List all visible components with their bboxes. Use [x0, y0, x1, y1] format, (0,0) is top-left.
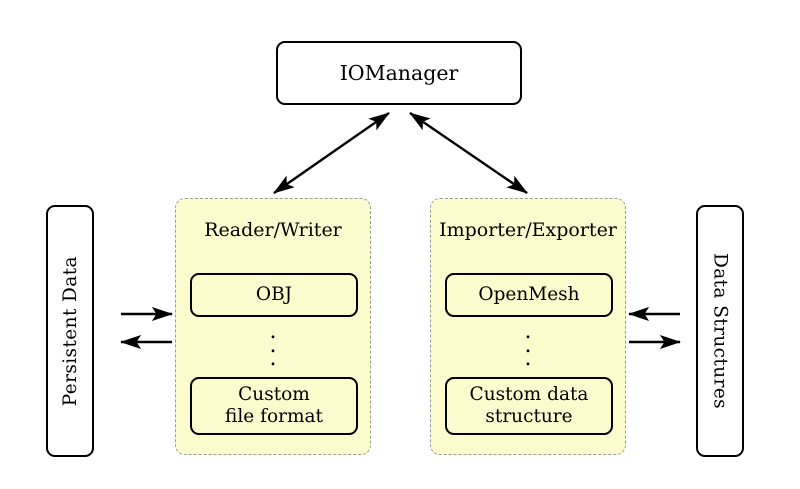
io-manager-label: IOManager: [339, 61, 459, 85]
openmesh-box[interactable]: OpenMesh: [445, 273, 613, 317]
custom-data-structure-label-line2: structure: [485, 406, 573, 427]
data-structures-box[interactable]: Data Structures: [696, 205, 744, 457]
custom-file-format-box[interactable]: Custom file format: [190, 377, 358, 435]
openmesh-label: OpenMesh: [478, 284, 580, 306]
obj-format-label: OBJ: [255, 284, 293, 306]
custom-data-structure-label-line1: Custom data: [469, 384, 589, 406]
custom-file-format-label-line2: file format: [225, 406, 323, 427]
arrow-iomanager-importerexporter: [409, 112, 528, 194]
persistent-data-label: Persistent Data: [59, 255, 81, 407]
obj-format-box[interactable]: OBJ: [190, 273, 358, 317]
importer-exporter-ellipsis: . . .: [524, 319, 532, 372]
reader-writer-panel-title: Reader/Writer: [204, 219, 342, 241]
arrow-iomanager-readerwriter: [273, 112, 390, 194]
io-manager-box[interactable]: IOManager: [276, 41, 522, 105]
custom-data-structure-box[interactable]: Custom data structure: [445, 377, 613, 435]
reader-writer-panel[interactable]: Reader/Writer OBJ . . . Custom file form…: [175, 198, 371, 455]
reader-writer-ellipsis: . . .: [269, 319, 277, 372]
data-structures-label: Data Structures: [709, 252, 731, 410]
persistent-data-box[interactable]: Persistent Data: [46, 205, 94, 457]
importer-exporter-panel-title: Importer/Exporter: [439, 219, 617, 241]
custom-file-format-label-line1: Custom: [238, 384, 310, 406]
importer-exporter-panel[interactable]: Importer/Exporter OpenMesh . . . Custom …: [430, 198, 626, 455]
